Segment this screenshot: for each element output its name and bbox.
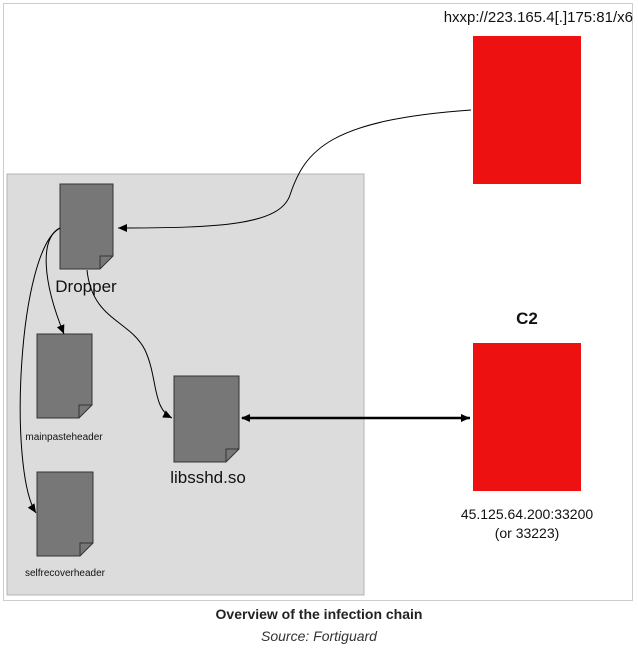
selfrecoverheader-file-icon <box>36 471 94 557</box>
dropper-file-icon <box>59 183 114 270</box>
c2-address-line1: 45.125.64.200:33200 <box>461 506 594 522</box>
libsshd-file-fold <box>225 448 239 462</box>
caption-source: Source: Fortiguard <box>261 628 377 644</box>
c2-title: C2 <box>516 309 538 328</box>
mainpasteheader-file-fold <box>78 404 92 418</box>
dropper-label: Dropper <box>55 277 117 296</box>
dropper-file-fold <box>99 255 113 269</box>
c2-server-box <box>473 343 581 491</box>
download-arrow <box>117 109 472 232</box>
selfrecoverheader-label: selfrecoverheader <box>25 568 106 579</box>
selfrecoverheader-file-fold <box>79 542 93 556</box>
drop-libsshd-arrow <box>86 269 173 419</box>
drop-selfrecoverheader-arrow <box>19 227 61 514</box>
mainpasteheader-label: mainpasteheader <box>25 432 103 443</box>
libsshd-label: libsshd.so <box>170 468 246 487</box>
caption-title: Overview of the infection chain <box>215 606 423 622</box>
download-server-box <box>473 36 581 184</box>
libsshd-file-icon <box>173 375 240 463</box>
c2-address-line2: (or 33223) <box>495 525 560 541</box>
download-url-label: hxxp://223.165.4[.]175:81/x6 <box>444 9 633 26</box>
mainpasteheader-file-icon <box>36 333 93 419</box>
